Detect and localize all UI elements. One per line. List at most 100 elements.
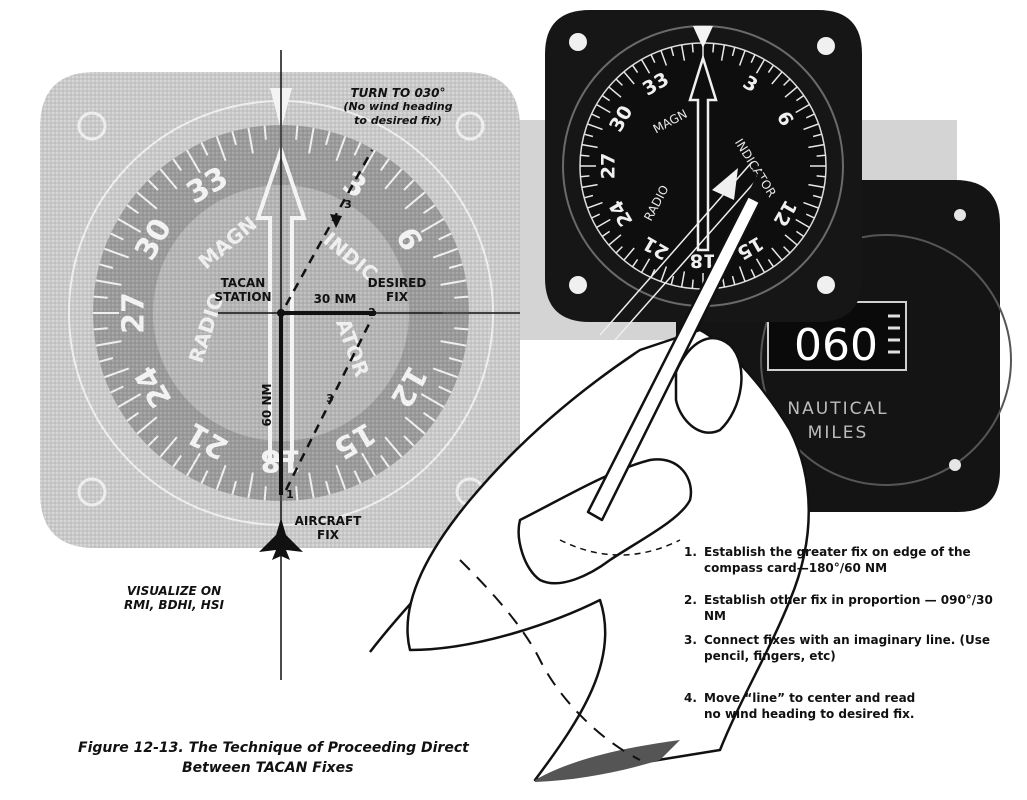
left-tick — [186, 149, 201, 174]
turn-note-line2: to desired fix) — [354, 114, 442, 127]
right-tick — [803, 201, 819, 209]
right-tick — [587, 123, 603, 131]
caption-line1: Figure 12-13. The Technique of Proceedin… — [78, 740, 469, 756]
right-tick — [584, 194, 594, 199]
right-tick — [816, 154, 826, 157]
right-tick — [755, 59, 766, 74]
tacan-station-label: TACAN STATION — [205, 276, 281, 304]
right-card-number: 18 — [690, 249, 716, 271]
left-tick — [384, 436, 403, 458]
left-tick — [247, 472, 254, 499]
tacan-label-line2: STATION — [214, 290, 272, 304]
distance-60nm-label: 60 NM — [260, 383, 274, 427]
heading-line-030 — [284, 149, 374, 306]
fix-marker-3-lower: 3 — [326, 392, 334, 405]
right-tick — [784, 234, 798, 246]
left-tick — [325, 480, 331, 495]
left-tick — [126, 411, 140, 422]
step-1-text: Establish the greater fix on edge of the… — [704, 545, 971, 575]
right-tick — [805, 213, 815, 219]
dme-readout: 060 — [794, 320, 878, 371]
step-3-text: Connect fixes with an imaginary line. (U… — [704, 633, 991, 663]
right-tick — [680, 44, 686, 61]
left-tick — [147, 435, 159, 447]
right-tick — [805, 113, 815, 119]
left-tick — [263, 486, 267, 501]
left-tick — [99, 263, 114, 269]
right-tick — [816, 175, 826, 178]
hand-with-pencil — [369, 170, 810, 782]
left-tick — [335, 464, 347, 491]
right-bearing-pointer — [688, 53, 718, 252]
left-tick — [440, 340, 467, 347]
hand-shading-line — [559, 539, 681, 556]
right-tick — [591, 113, 601, 119]
imaginary-line — [284, 317, 374, 491]
left-tick — [361, 149, 376, 174]
left-tick — [403, 435, 415, 447]
left-tick — [438, 232, 452, 241]
right-tick — [581, 143, 598, 149]
fix-marker-2: 2 — [368, 306, 376, 319]
left-tick — [454, 295, 469, 299]
left-tick — [159, 168, 178, 190]
left-tick — [186, 452, 201, 477]
left-tick — [361, 452, 376, 477]
right-tick — [584, 133, 594, 138]
right-tick — [738, 50, 746, 66]
right-tick — [808, 183, 825, 189]
left-tick — [308, 127, 315, 154]
left-tick — [103, 247, 130, 259]
right-needle-tail — [712, 168, 738, 200]
left-tick — [215, 464, 227, 491]
step-3-number: 3. — [684, 633, 697, 647]
right-tick — [596, 218, 611, 229]
right-tick — [771, 247, 783, 261]
left-tick — [448, 357, 463, 363]
right-tick — [795, 230, 805, 238]
right-tick — [580, 175, 590, 178]
cuff-shadow — [535, 740, 680, 782]
left-tick — [404, 191, 426, 210]
left-tick — [432, 367, 459, 379]
left-tick — [103, 367, 130, 379]
fix-marker-1: 1 — [286, 488, 294, 501]
step-2-text: Establish other fix in proportion — 090°… — [704, 593, 993, 623]
left-tick — [247, 127, 254, 154]
caption-line2: Between TACAN Fixes — [182, 760, 354, 776]
right-tick — [767, 258, 775, 268]
left-tick — [136, 191, 158, 210]
right-tick — [660, 266, 668, 282]
visualize-line1: VISUALIZE ON — [126, 584, 222, 598]
left-tick — [95, 340, 122, 347]
step-4-number: 4. — [684, 691, 697, 705]
right-tick — [596, 103, 611, 114]
right-lubber-mark — [693, 26, 713, 48]
left-tick — [440, 279, 467, 286]
left-tick — [379, 158, 390, 172]
right-tick — [680, 271, 686, 288]
right-tick — [783, 246, 791, 254]
right-tick — [670, 275, 675, 285]
hand-thumb — [674, 336, 743, 434]
right-tick — [731, 47, 736, 57]
right-tick — [601, 230, 611, 238]
desired-fix-line2: FIX — [386, 290, 408, 304]
left-tick — [454, 327, 469, 331]
left-tick — [438, 385, 452, 394]
visualize-line2: RMI, BDHI, HSI — [124, 598, 224, 612]
left-tick — [432, 247, 459, 259]
right-tick — [670, 47, 675, 57]
right-tick — [691, 279, 694, 289]
left-tick — [353, 142, 362, 156]
right-tick — [623, 247, 635, 261]
tacan-station-dot — [277, 309, 285, 317]
right-tick — [623, 71, 635, 85]
left-tick — [295, 486, 299, 501]
right-tick — [691, 43, 694, 53]
right-tick — [784, 86, 798, 98]
left-tick — [231, 131, 237, 146]
right-tick — [640, 59, 651, 74]
fix-marker-3-upper: 3 — [344, 198, 352, 211]
left-tick — [215, 135, 227, 162]
